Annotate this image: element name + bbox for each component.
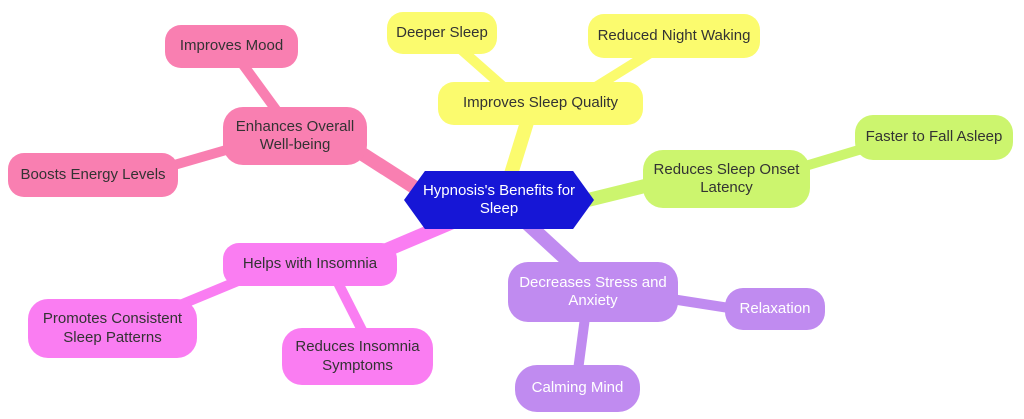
node-boosts-energy-levels: Boosts Energy Levels (8, 153, 178, 197)
node-helps-with-insomnia: Helps with Insomnia (223, 243, 397, 286)
node-calming-mind: Calming Mind (515, 365, 640, 412)
node-deeper-sleep: Deeper Sleep (387, 12, 497, 54)
node-relaxation: Relaxation (725, 288, 825, 330)
node-enhances-overall-wellbeing: Enhances Overall Well-being (223, 107, 367, 165)
node-center-hypnosis-benefits: Hypnosis's Benefits for Sleep (404, 171, 594, 229)
node-reduces-sleep-onset-latency: Reduces Sleep Onset Latency (643, 150, 810, 208)
node-improves-sleep-quality: Improves Sleep Quality (438, 82, 643, 125)
node-decreases-stress-anxiety: Decreases Stress and Anxiety (508, 262, 678, 322)
node-promotes-consistent-sleep-patterns: Promotes Consistent Sleep Patterns (28, 299, 197, 358)
node-faster-to-fall-asleep: Faster to Fall Asleep (855, 115, 1013, 160)
node-reduced-night-waking: Reduced Night Waking (588, 14, 760, 58)
node-improves-mood: Improves Mood (165, 25, 298, 68)
node-reduces-insomnia-symptoms: Reduces Insomnia Symptoms (282, 328, 433, 385)
